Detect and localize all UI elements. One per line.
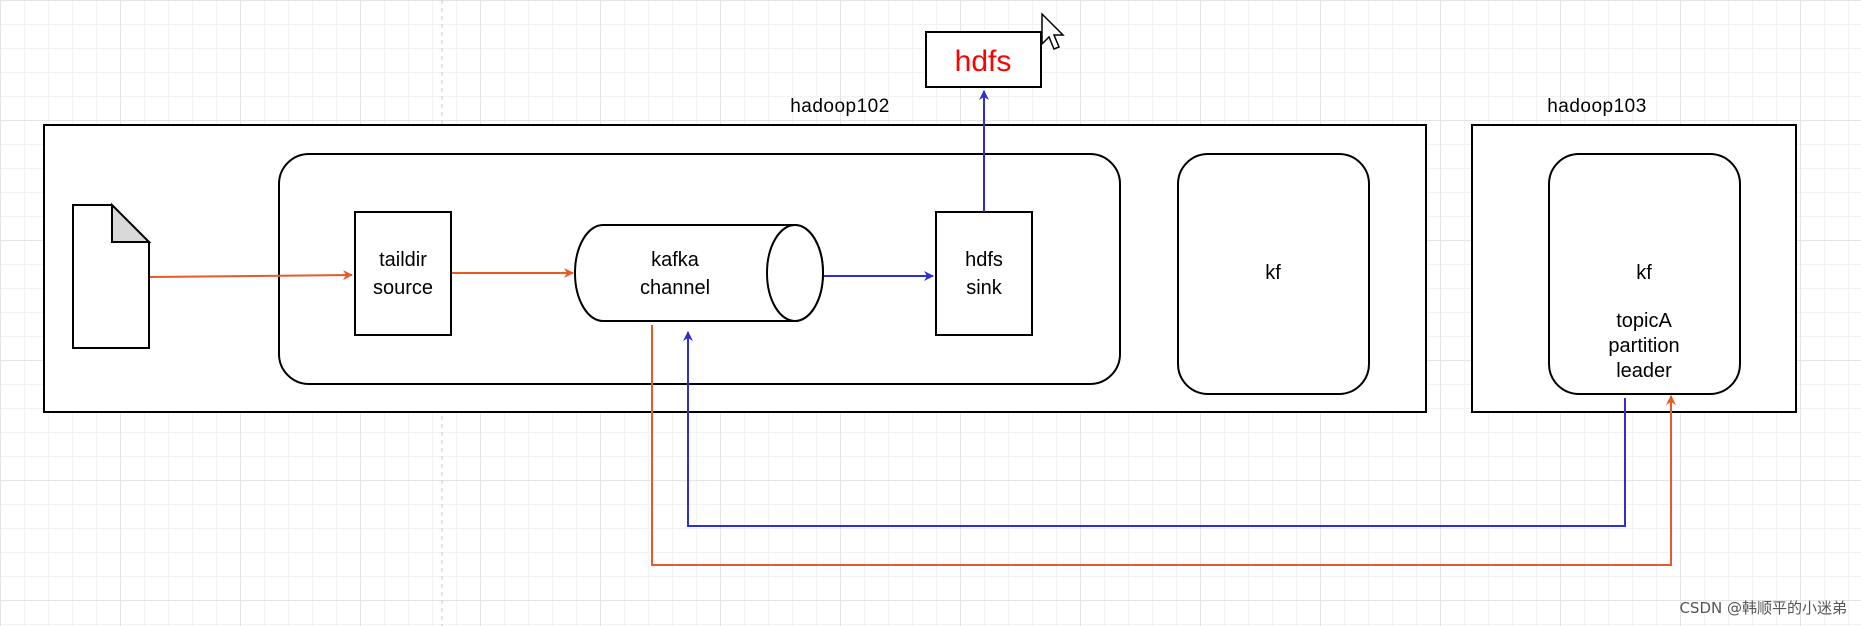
kf-node-hadoop103 bbox=[1548, 153, 1741, 395]
channel-label-line2: channel bbox=[640, 277, 710, 299]
topic-label: topicA bbox=[1616, 310, 1672, 332]
source-label-line2: source bbox=[373, 277, 433, 299]
hdfs-target-label: hdfs bbox=[955, 45, 1012, 78]
kf-label-hadoop102: kf bbox=[1265, 262, 1281, 284]
kf-node-hadoop102 bbox=[1177, 153, 1370, 395]
sink-label-line1: hdfs bbox=[965, 249, 1003, 271]
arrow-file-to-source bbox=[149, 270, 353, 281]
file-icon bbox=[72, 202, 152, 349]
cursor-icon bbox=[1041, 12, 1065, 50]
kf-label-hadoop103: kf bbox=[1636, 262, 1652, 284]
channel-label-line1: kafka bbox=[651, 249, 700, 271]
leader-label: leader bbox=[1616, 360, 1672, 382]
host-label-hadoop103: hadoop103 bbox=[1547, 96, 1647, 117]
host-label-hadoop102: hadoop102 bbox=[790, 96, 890, 117]
source-label-line1: taildir bbox=[379, 249, 427, 271]
partition-label: partition bbox=[1608, 335, 1679, 357]
arrow-kf-leader-to-channel bbox=[683, 331, 1626, 527]
watermark: CSDN @韩顺平的小迷弟 bbox=[1679, 599, 1847, 617]
taildir-source-node bbox=[354, 211, 452, 336]
hdfs-sink-node bbox=[935, 211, 1033, 336]
kafka-channel-node bbox=[574, 224, 824, 322]
arrow-channel-to-kf-leader bbox=[651, 325, 1676, 566]
sink-label-line2: sink bbox=[966, 277, 1003, 299]
hdfs-target-box bbox=[925, 31, 1042, 88]
